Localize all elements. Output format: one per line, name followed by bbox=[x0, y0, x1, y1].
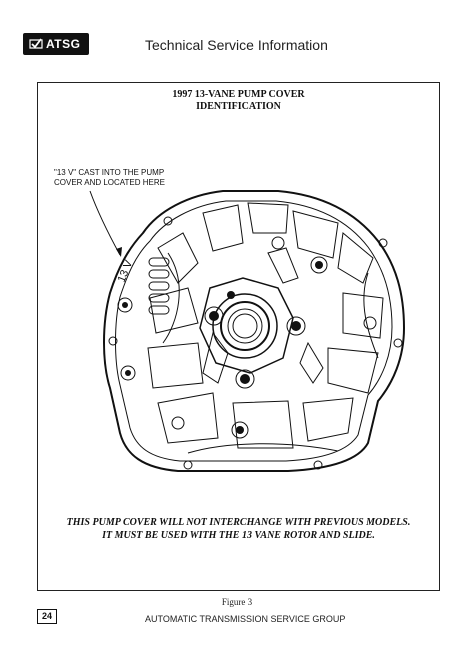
warning-line-2: IT MUST BE USED WITH THE 13 VANE ROTOR A… bbox=[102, 530, 375, 541]
atsg-logo: ATSG bbox=[23, 33, 89, 55]
fluid-passages bbox=[147, 202, 384, 454]
footer-organization: AUTOMATIC TRANSMISSION SERVICE GROUP bbox=[145, 614, 346, 624]
bolt-holes bbox=[122, 261, 323, 434]
bolt-hole-rings bbox=[117, 236, 377, 439]
page-number: 24 bbox=[37, 609, 57, 624]
checkmark-icon bbox=[29, 38, 43, 49]
figure-frame: 1997 13-VANE PUMP COVER IDENTIFICATION "… bbox=[37, 82, 440, 591]
page-title: Technical Service Information bbox=[145, 37, 328, 53]
callout-line-2: COVER AND LOCATED HERE bbox=[54, 178, 165, 187]
pump-cover-drawing: 13 V bbox=[89, 190, 406, 472]
callout-text: "13 V" CAST INTO THE PUMP COVER AND LOCA… bbox=[54, 168, 204, 188]
logo-text: ATSG bbox=[46, 37, 81, 51]
center-hub bbox=[199, 277, 294, 374]
pump-cover-outline bbox=[103, 190, 406, 472]
warning-line-1: THIS PUMP COVER WILL NOT INTERCHANGE WIT… bbox=[66, 517, 411, 528]
cast-marking: 13 V bbox=[116, 258, 136, 284]
callout-arrow bbox=[89, 190, 121, 256]
callout-line-1: "13 V" CAST INTO THE PUMP bbox=[54, 168, 165, 177]
peripheral-holes bbox=[108, 216, 403, 470]
figure-title: 1997 13-VANE PUMP COVER bbox=[172, 89, 305, 100]
figure-subtitle: IDENTIFICATION bbox=[196, 101, 281, 112]
figure-caption: Figure 3 bbox=[221, 597, 253, 607]
valve-ribs bbox=[148, 257, 170, 315]
